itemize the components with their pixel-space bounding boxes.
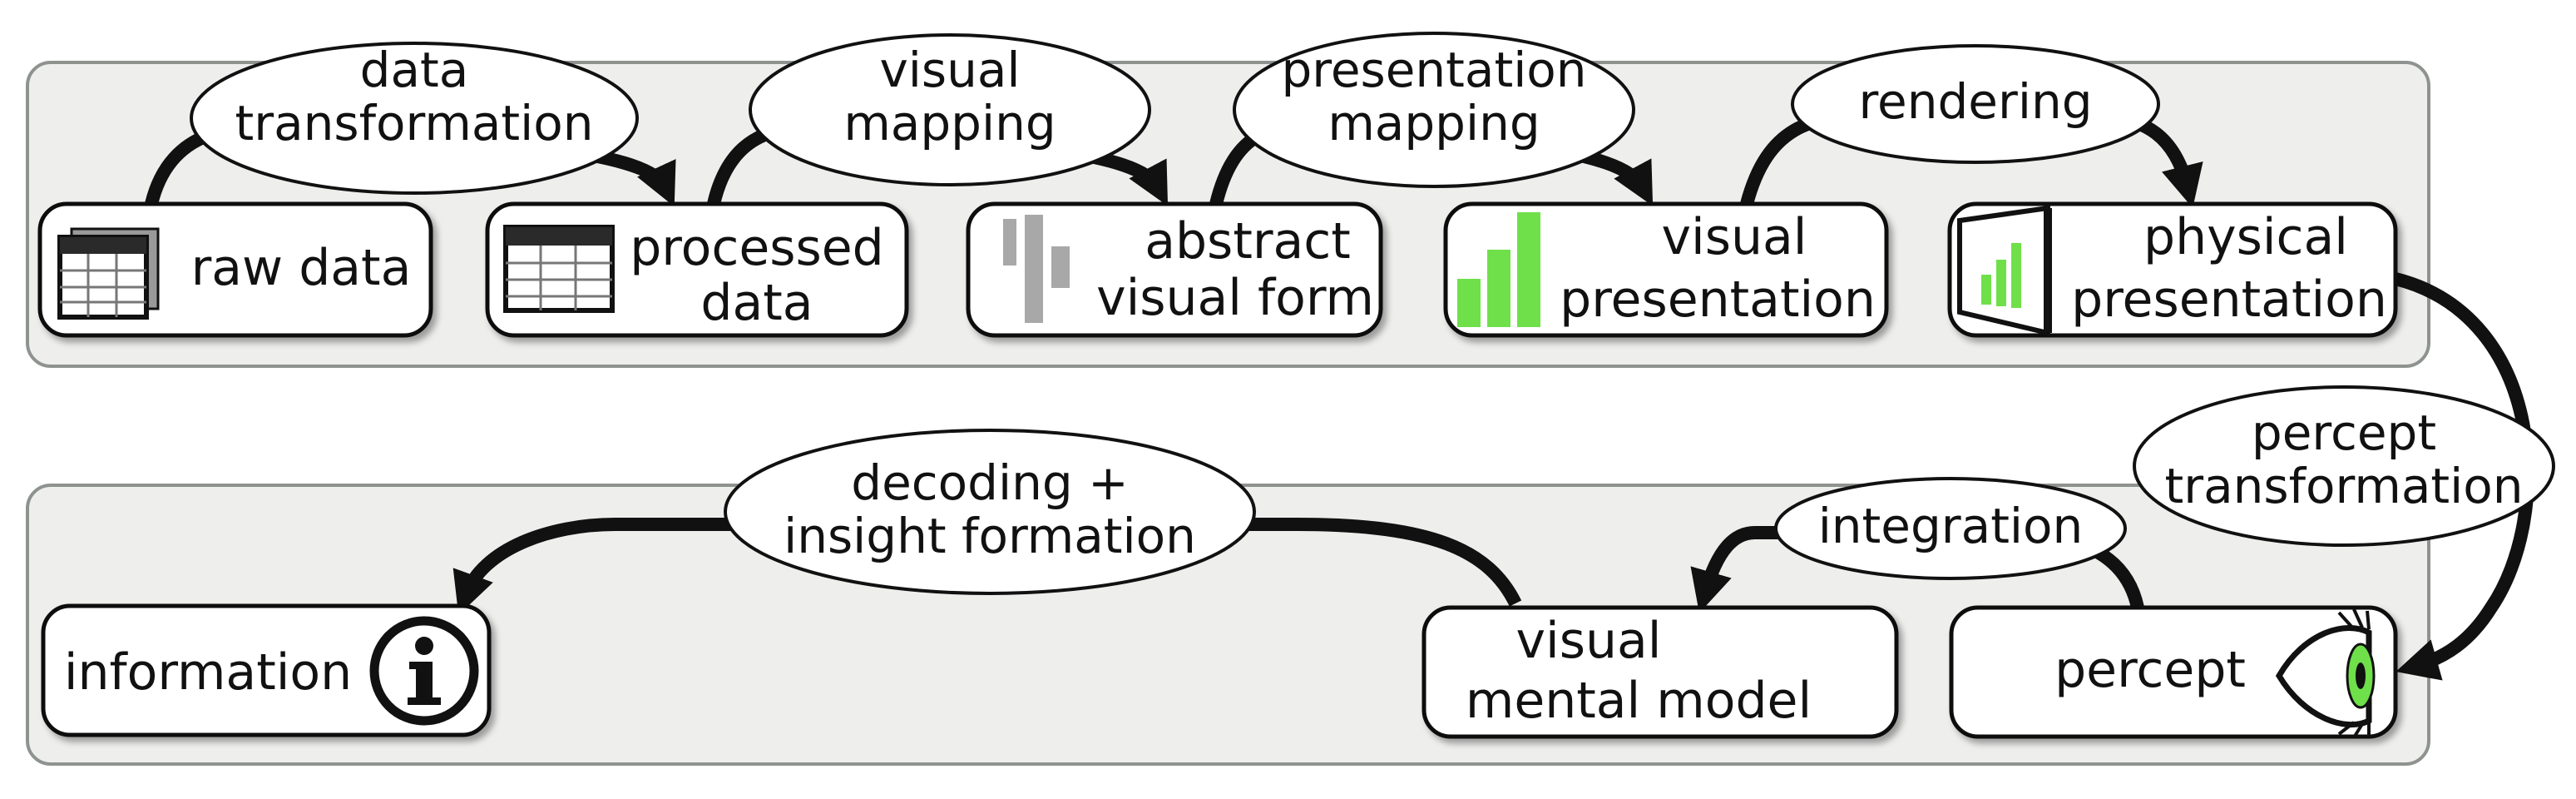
node-percept: percept	[1949, 605, 2398, 739]
visual-presentation-line1: visual	[1662, 208, 1807, 266]
data-transformation-label: data transformation	[190, 42, 639, 195]
visual-mapping-line2: mapping	[843, 95, 1056, 151]
physical-presentation-line2: presentation	[2071, 270, 2387, 329]
percept-transformation-line1: percept	[2252, 404, 2436, 461]
percept-transformation-arrow	[2394, 272, 2535, 681]
presentation-mapping-label: presentation mapping	[1233, 32, 1635, 188]
node-information: information	[41, 603, 492, 737]
physical-presentation-line1: physical	[2143, 208, 2348, 266]
decoding-line2: insight formation	[784, 508, 1196, 564]
eye-icon	[2275, 608, 2376, 739]
node-processed-data: processed data	[485, 201, 909, 338]
screen-chart-icon	[1957, 205, 2052, 336]
visual-mental-model-line2: mental model	[1466, 672, 1812, 730]
node-visual-mental-model: visual mental model	[1421, 605, 1899, 739]
presentation-mapping-line1: presentation	[1281, 42, 1586, 98]
abstract-bars-icon	[1003, 215, 1070, 323]
percept-transformation-line2: transformation	[2165, 458, 2524, 514]
node-raw-data: raw data	[37, 201, 433, 338]
bar-chart-icon	[1457, 212, 1540, 327]
table-icon	[57, 227, 160, 320]
rendering-label: rendering	[1791, 44, 2160, 164]
visual-presentation-line2: presentation	[1560, 270, 1876, 329]
data-transformation-line1: data	[360, 42, 469, 98]
information-text: information	[64, 643, 352, 702]
rendering-text: rendering	[1858, 73, 2092, 130]
table-icon	[503, 225, 615, 313]
percept-text: percept	[2054, 641, 2246, 699]
decoding-insight-formation-label: decoding + insight formation	[724, 429, 1256, 595]
visual-mental-model-line1: visual	[1516, 612, 1662, 670]
node-abstract-visual-form: abstract visual form	[966, 201, 1383, 338]
abstract-visual-form-line2: visual form	[1096, 269, 1374, 327]
transition-labels: data transformation visual mapping prese…	[190, 32, 2555, 595]
integration-label: integration	[1774, 477, 2127, 580]
info-icon	[369, 616, 479, 726]
visual-mapping-label: visual mapping	[749, 33, 1151, 186]
processed-data-line1: processed	[630, 219, 884, 277]
processed-data-line2: data	[700, 274, 813, 332]
nodes: raw data processed data	[37, 201, 2398, 739]
presentation-mapping-line2: mapping	[1328, 95, 1540, 151]
decoding-line1: decoding +	[851, 454, 1128, 511]
visual-mapping-line1: visual	[879, 42, 1020, 98]
abstract-visual-form-line1: abstract	[1145, 212, 1351, 270]
percept-transformation-label: percept transformation	[2133, 385, 2555, 547]
raw-data-text: raw data	[191, 239, 412, 297]
node-visual-presentation: visual presentation	[1443, 201, 1889, 338]
node-physical-presentation: physical presentation	[1947, 201, 2398, 338]
decoding-arrow	[452, 518, 1522, 616]
data-transformation-line2: transformation	[235, 95, 594, 151]
integration-text: integration	[1818, 498, 2084, 554]
